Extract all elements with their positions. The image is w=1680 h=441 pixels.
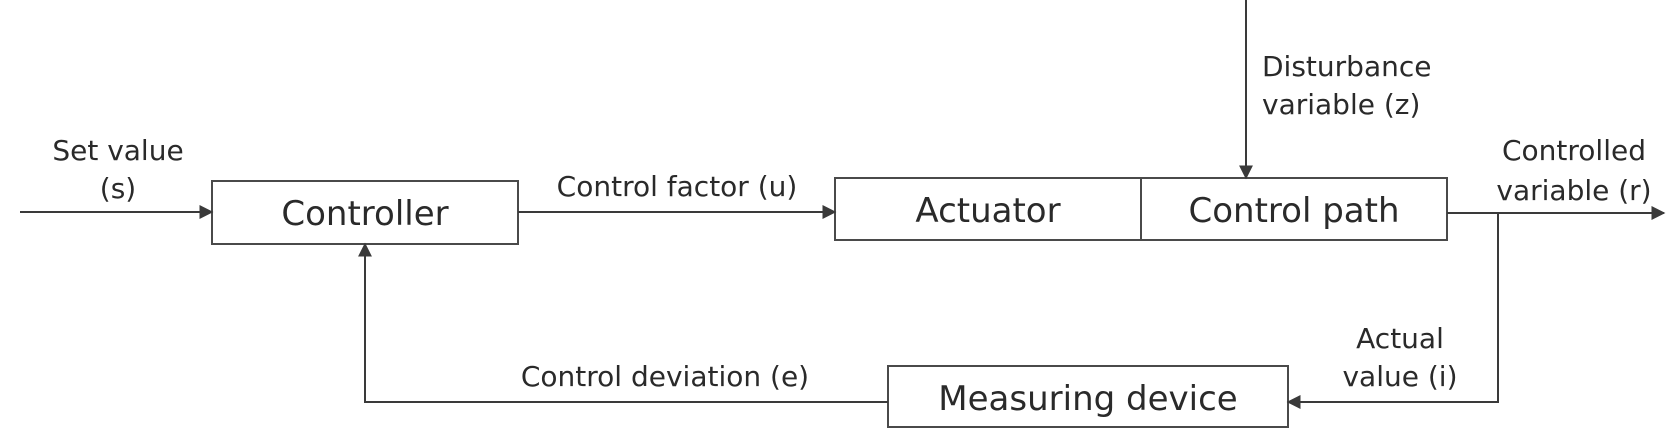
actual-value-arrow <box>1286 213 1499 409</box>
control-deviation-label: Control deviation (e) <box>521 360 809 393</box>
actual-value-label-line2: value (i) <box>1342 360 1457 393</box>
set-value-label-line2: (s) <box>100 172 136 205</box>
control-factor-label: Control factor (u) <box>557 170 798 203</box>
disturbance-label-line2: variable (z) <box>1262 88 1420 121</box>
set-value-label-line1: Set value <box>52 134 183 167</box>
control-deviation-arrow <box>358 242 888 403</box>
controlled-variable-label-line2: variable (r) <box>1496 174 1651 207</box>
controlled-variable-label-line1: Controlled <box>1502 134 1646 167</box>
actuator-label: Actuator <box>915 191 1060 231</box>
actuator-block: Actuator <box>834 177 1142 241</box>
measuring-device-block: Measuring device <box>887 365 1289 428</box>
control-path-block: Control path <box>1140 177 1448 241</box>
disturbance-label-line1: Disturbance <box>1262 50 1431 83</box>
control-path-label: Control path <box>1188 191 1399 231</box>
actual-value-label-line1: Actual <box>1356 322 1444 355</box>
controller-label: Controller <box>281 194 448 234</box>
measuring-device-label: Measuring device <box>938 379 1237 419</box>
controller-block: Controller <box>211 180 519 245</box>
